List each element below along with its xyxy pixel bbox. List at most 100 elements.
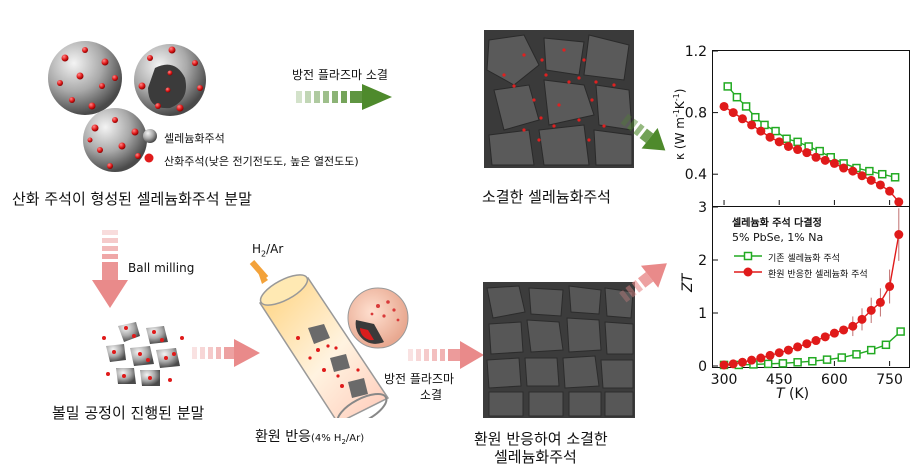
data-point — [815, 146, 824, 156]
data-point — [875, 180, 885, 190]
sintered-sem-image — [484, 30, 634, 168]
data-point — [751, 112, 760, 122]
y-tick-label: 1 — [698, 306, 707, 322]
milled-caption: 볼밀 공정이 진행된 분말 — [52, 404, 205, 422]
reduced-sintered-caption-2: 셀레늄화주석 — [494, 448, 577, 466]
ball-milling-label: Ball milling — [128, 261, 195, 275]
zt-xlabel: T (K) — [776, 386, 810, 402]
data-point — [774, 348, 784, 358]
data-point — [793, 145, 803, 155]
data-point — [756, 353, 766, 363]
data-point — [802, 339, 812, 349]
bottom-to-chart-arrow — [619, 263, 667, 303]
top-sps-arrow — [296, 84, 392, 110]
data-point — [782, 134, 791, 144]
reduced-sintered-sem-image — [483, 282, 635, 418]
data-point — [885, 186, 895, 196]
data-point — [719, 360, 729, 370]
data-point — [866, 175, 876, 185]
legend-selenide-label: 셀레늄화주석 — [164, 132, 225, 145]
data-point — [866, 345, 876, 355]
oxide-legend-dot — [144, 153, 154, 163]
data-point — [820, 155, 830, 165]
thermal-conductivity-plot — [712, 50, 910, 208]
data-point — [719, 101, 729, 111]
data-point — [839, 325, 849, 335]
zt-plot — [712, 206, 910, 368]
reduction-to-sem-arrow — [408, 341, 484, 369]
data-point — [793, 342, 803, 352]
milled-to-reduction-arrow — [192, 339, 260, 367]
data-point — [848, 166, 858, 176]
legend-oxide-label: 산화주석(낮은 전기전도도, 높은 열전도도) — [164, 155, 359, 168]
sintered-caption: 소결한 셀레늄화주석 — [482, 188, 611, 206]
data-point — [793, 358, 802, 367]
reduction-caption: 환원 반응(4% H2/Ar) — [255, 429, 365, 446]
ball-milling-arrow — [92, 230, 128, 308]
data-point — [771, 126, 780, 136]
gas-label: H2/Ar — [252, 242, 284, 259]
data-point — [875, 297, 885, 307]
data-point — [866, 305, 876, 315]
data-point — [763, 359, 773, 369]
data-point — [857, 171, 867, 181]
data-point — [765, 132, 775, 142]
x-tick-label: 450 — [766, 372, 793, 388]
top-to-chart-arrow — [620, 113, 666, 151]
series-line — [727, 85, 896, 178]
zt-annotation-sub: 5% PbSe, 1% Na — [732, 231, 824, 244]
data-point — [765, 350, 775, 360]
data-point — [747, 355, 757, 365]
reduction-tube-illustration — [249, 260, 409, 418]
data-point — [839, 163, 849, 173]
data-point — [865, 166, 874, 176]
data-point — [728, 108, 738, 118]
selenide-legend-sphere — [143, 129, 157, 143]
y-tick-label: 0.8 — [685, 106, 707, 122]
y-tick-label: 0 — [698, 359, 707, 375]
y-tick-label: 3 — [698, 200, 707, 216]
data-point — [802, 148, 812, 158]
data-point — [894, 230, 904, 240]
zt-annotation-title: 셀레늄화 주석 다결정 — [732, 218, 822, 229]
data-point — [857, 314, 867, 324]
legend-marker — [743, 251, 753, 261]
data-point — [732, 92, 742, 102]
data-point — [837, 353, 847, 362]
data-point — [774, 137, 784, 147]
data-point — [852, 350, 861, 359]
data-point — [737, 114, 747, 124]
top-sps-arrow-label: 방전 플라즈마 소결 — [292, 68, 388, 82]
oxide-coated-powder-illustration — [48, 41, 206, 172]
data-point — [811, 336, 821, 346]
legend-marker — [743, 267, 753, 277]
data-point — [811, 152, 821, 162]
data-point — [723, 82, 732, 91]
x-tick-label: 750 — [876, 372, 903, 388]
bottom-sps-label-1: 방전 플라즈마 — [384, 372, 455, 386]
data-point — [881, 340, 891, 350]
data-point — [894, 197, 904, 207]
data-point — [829, 328, 839, 338]
reduced-sintered-caption-1: 환원 반응하여 소결한 — [474, 430, 608, 448]
milled-powder-illustration — [102, 322, 184, 386]
data-point — [890, 173, 900, 182]
data-point — [741, 102, 751, 111]
data-point — [756, 126, 766, 136]
data-point — [760, 120, 769, 130]
legend-series-2-label: 환원 반응한 셀레늄화 주석 — [768, 270, 868, 280]
data-point — [885, 282, 895, 291]
data-point — [820, 332, 830, 342]
oxide-powder-caption: 산화 주석이 형성된 셀레늄화주석 분말 — [12, 190, 252, 208]
data-point — [793, 137, 802, 147]
x-tick-label: 300 — [711, 372, 738, 388]
data-point — [747, 120, 757, 130]
data-point — [778, 359, 788, 368]
data-point — [728, 359, 738, 369]
legend-series-1-label: 기존 셀레늄화 주석 — [768, 254, 840, 264]
y-tick-label: 2 — [698, 253, 707, 269]
data-point — [896, 327, 905, 336]
y-tick-label: 1.2 — [685, 44, 707, 60]
data-point — [783, 345, 793, 355]
